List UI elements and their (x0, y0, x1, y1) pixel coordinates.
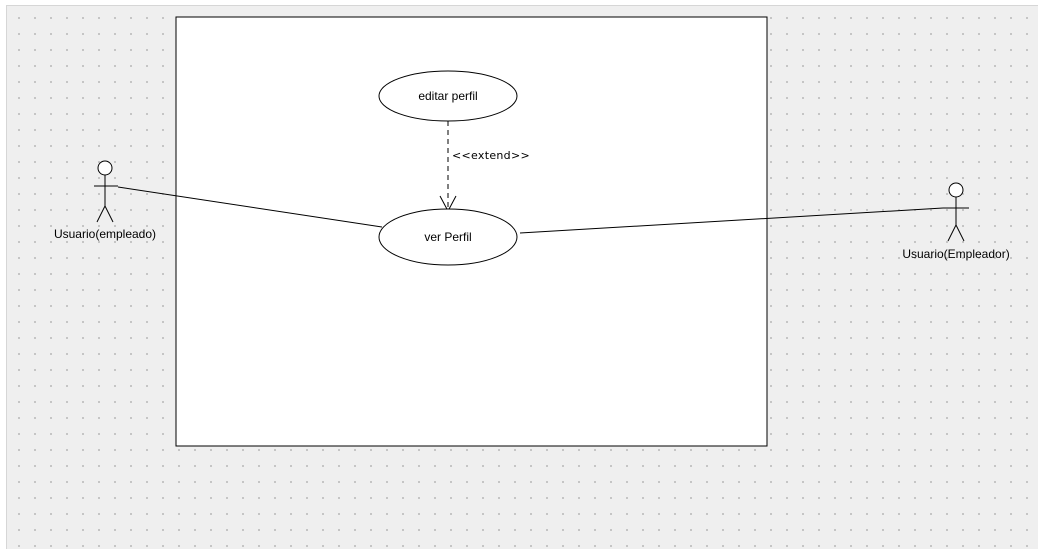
use-case-ver-perfil[interactable]: ver Perfil (378, 208, 518, 266)
use-case-editar-perfil[interactable]: editar perfil (378, 70, 518, 122)
association-line-empleado[interactable] (117, 186, 383, 228)
actor-usuario-empleado[interactable]: Usuario(empleado) (54, 160, 156, 241)
actor-label: Usuario(Empleador) (902, 247, 1009, 261)
use-case-label: editar perfil (418, 89, 477, 103)
stick-figure-icon (94, 160, 118, 223)
stick-figure-icon (943, 182, 969, 242)
use-case-label: ver Perfil (424, 230, 471, 244)
actor-label: Usuario(empleado) (54, 227, 156, 241)
actor-usuario-empleador[interactable]: Usuario(Empleador) (902, 182, 1010, 261)
extend-stereotype-label: <<extend>> (452, 149, 530, 162)
association-line-empleador[interactable] (519, 207, 944, 234)
